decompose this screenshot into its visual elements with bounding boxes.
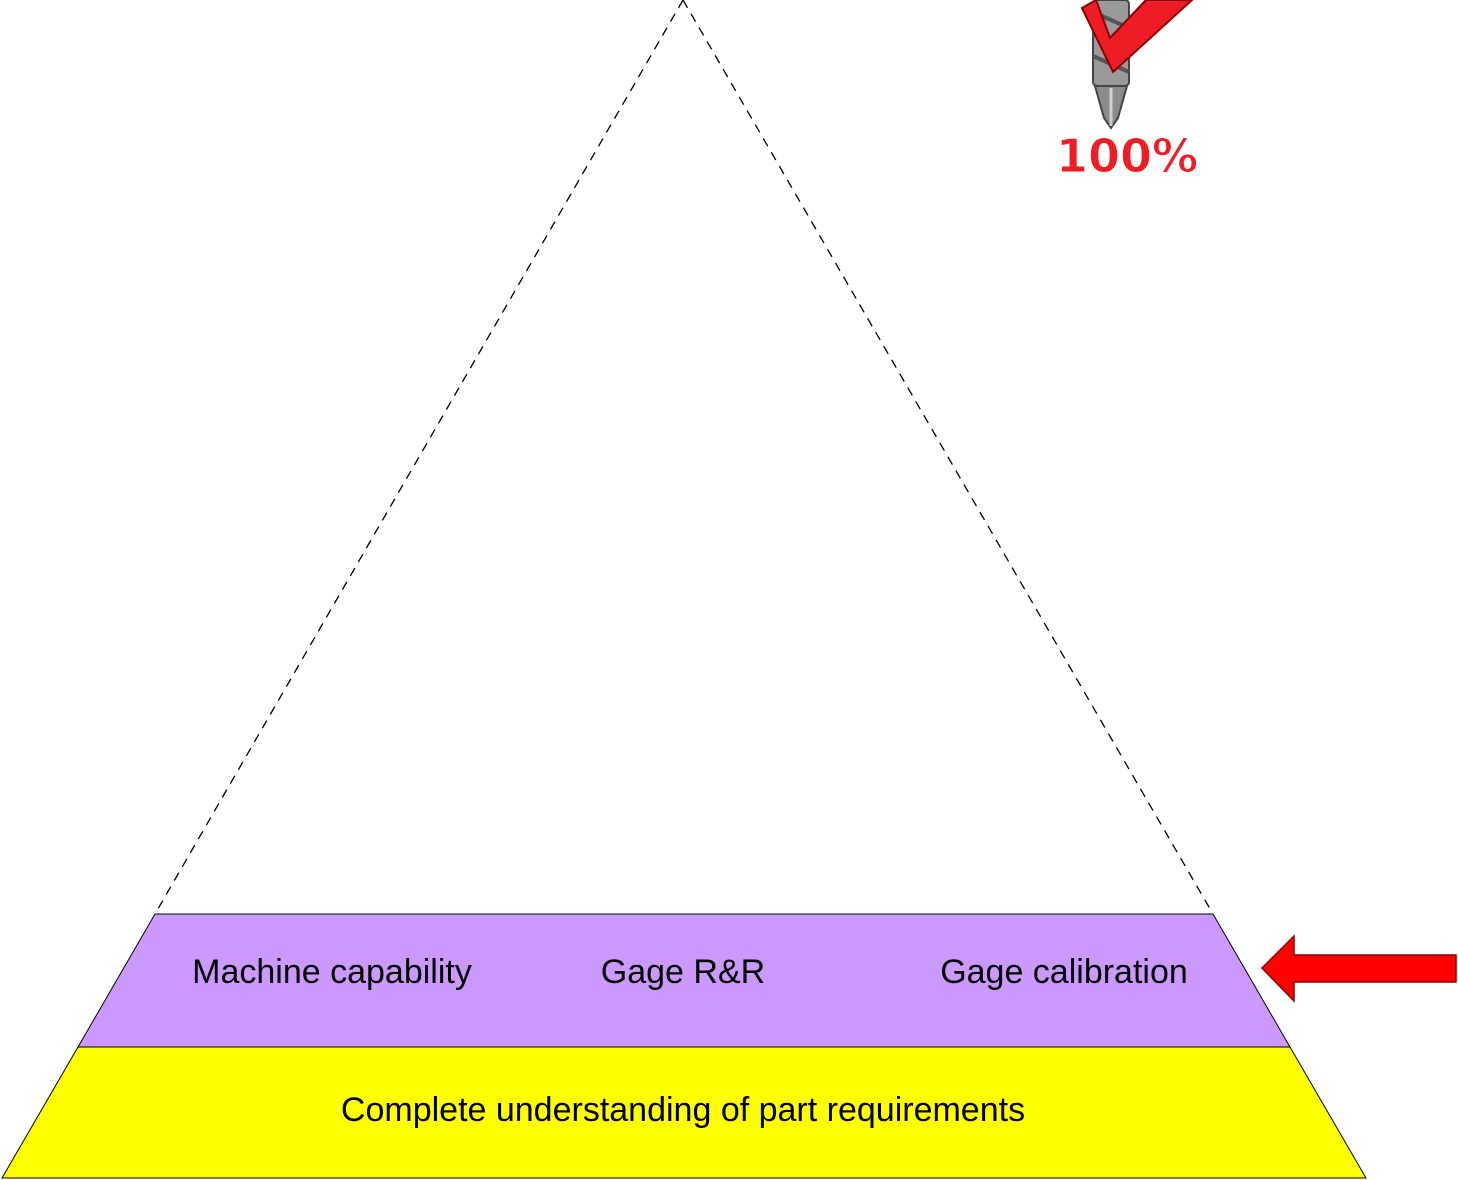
layer-second: Machine capability Gage R&R Gage calibra… [77,913,1291,1048]
layer-bottom: Complete understanding of part requireme… [1,1046,1367,1179]
layer-bottom-band [1,1046,1367,1179]
badge-100-percent: 100% [1055,0,1199,184]
left-arrow-icon [1260,934,1457,1003]
layer-label-gage-calibration: Gage calibration [940,953,1188,991]
layer-label-machine-capability: Machine capability [192,953,472,991]
pyramid-outline [154,0,1214,915]
pyramid-outline-left [154,0,684,915]
badge-percent-text: 100% [1056,129,1198,183]
pyramid-outline-right [682,0,1214,915]
checkmark-icon [1080,0,1194,74]
layer-label-gage-rr: Gage R&R [601,953,765,991]
layer-label-part-requirements: Complete understanding of part requireme… [341,1091,1025,1129]
